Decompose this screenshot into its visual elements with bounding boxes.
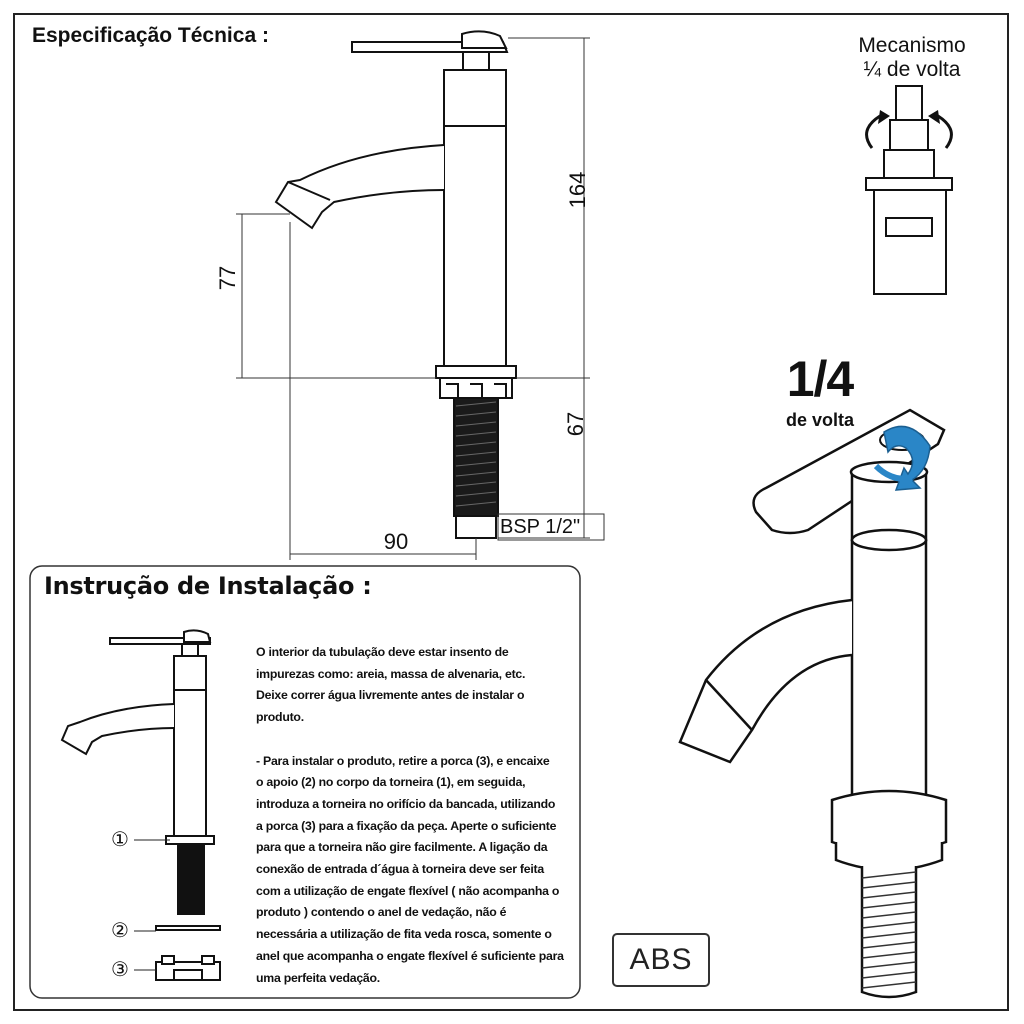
install-parts <box>155 925 221 981</box>
install-line: com a utilização de engate flexível ( nã… <box>256 883 560 898</box>
install-line: a porca (3) para a fixação da peça. Aper… <box>256 818 557 833</box>
installation-title: Instrução de Instalação : <box>44 572 372 600</box>
material-badge: ABS <box>629 943 693 976</box>
cartridge-drawing <box>865 85 953 295</box>
part-leader-lines <box>134 839 170 971</box>
installation-text: O interior da tubulação deve estar insen… <box>256 642 574 989</box>
main-thread-lines <box>861 871 917 989</box>
rotation-arrowheads <box>878 110 940 124</box>
dimension-67: 67 <box>563 411 588 437</box>
install-line: produto. <box>256 710 304 725</box>
install-line: anel que acompanha o engate flexível é s… <box>256 948 564 963</box>
material-badge-border <box>612 933 710 987</box>
install-line: Deixe correr água livremente antes de in… <box>256 688 525 703</box>
thread-spec-label: BSP 1/2" <box>500 516 581 538</box>
installation-panel <box>29 565 581 999</box>
dimension-90: 90 <box>383 529 409 554</box>
install-line: o apoio (2) no corpo da torneira (1), em… <box>256 775 526 790</box>
install-line: para que a torneira não gire facilmente.… <box>256 840 548 855</box>
install-line: produto ) contendo o anel de vedação, nã… <box>256 905 507 920</box>
part-marker-2: ② <box>111 920 129 942</box>
quarter-turn-big-label: 1/4 <box>786 351 855 407</box>
mechanism-sublabel: ¼ de volta <box>863 58 961 81</box>
dimension-77: 77 <box>215 265 240 291</box>
spec-thread-lines <box>455 401 497 507</box>
dimension-164: 164 <box>565 171 590 209</box>
page-border <box>13 13 1009 1011</box>
install-line: - Para instalar o produto, retire a porc… <box>256 753 550 768</box>
rotation-arrows-icon <box>865 114 953 149</box>
install-line: introduza a torneira no orifício da banc… <box>256 796 556 811</box>
mechanism-label: Mecanismo <box>858 34 966 57</box>
install-line: O interior da tubulação deve estar insen… <box>256 645 509 659</box>
install-line: uma perfeita vedação. <box>256 970 380 985</box>
main-faucet-drawing <box>678 408 948 999</box>
spec-faucet-drawing <box>274 30 517 539</box>
part-marker-1: ① <box>111 829 129 851</box>
dimension-lines <box>236 37 605 560</box>
install-faucet-drawing <box>60 629 215 915</box>
spec-title: Especificação Técnica : <box>32 24 269 47</box>
quarter-turn-small-label: de volta <box>785 410 855 430</box>
part-marker-3: ③ <box>111 959 129 981</box>
install-line: necessária a utilização de fita veda ros… <box>256 927 552 942</box>
paragraph-gap <box>256 729 574 751</box>
quarter-turn-arrow-icon <box>873 425 931 491</box>
install-line: conexão de entrada d´água à torneira dev… <box>256 862 544 877</box>
install-line: impurezas como: areia, massa de alvenari… <box>256 666 526 681</box>
